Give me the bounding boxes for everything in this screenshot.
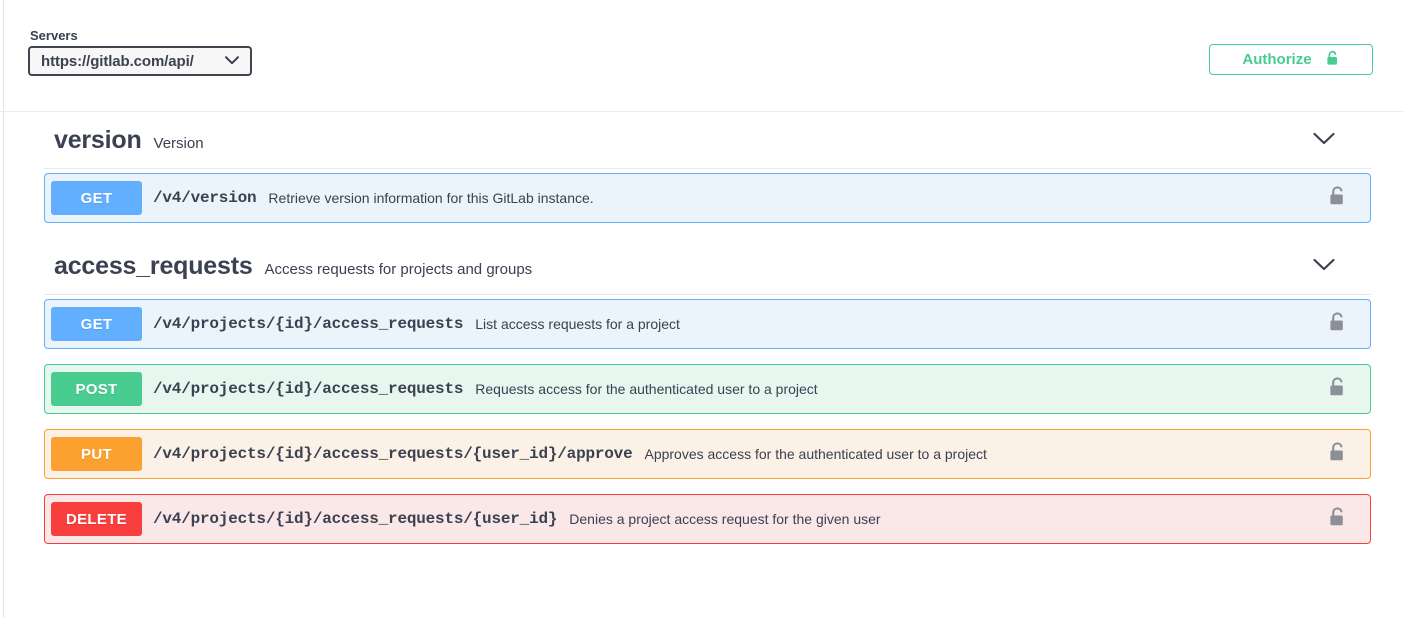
tag-header-version[interactable]: version Version — [44, 112, 1371, 168]
tag-name: version — [54, 125, 142, 154]
operation-summary: Denies a project access request for the … — [569, 511, 881, 527]
server-select-value: https://gitlab.com/api/ — [41, 52, 194, 70]
tag-description: Access requests for projects and groups — [264, 260, 533, 278]
method-badge: POST — [51, 372, 142, 406]
authorize-wrap: Authorize — [1209, 44, 1373, 75]
method-badge: GET — [51, 307, 142, 341]
api-sections: version Version GET /v4/version Retrieve… — [0, 112, 1403, 544]
unlock-icon[interactable] — [1328, 311, 1348, 338]
operation-path: /v4/version — [153, 189, 257, 207]
unlock-icon — [1326, 50, 1340, 70]
operation-summary: Retrieve version information for this Gi… — [268, 190, 594, 206]
chevron-down-icon[interactable] — [1311, 256, 1337, 277]
operation-row[interactable]: POST /v4/projects/{id}/access_requests R… — [44, 364, 1371, 414]
page-left-edge — [3, 0, 4, 618]
servers-bar: Servers https://gitlab.com/api/ Authoriz… — [0, 0, 1403, 112]
operation-path: /v4/projects/{id}/access_requests/{user_… — [153, 510, 558, 528]
tag-divider — [44, 168, 1371, 169]
tag-name: access_requests — [54, 251, 253, 280]
method-badge: PUT — [51, 437, 142, 471]
chevron-down-icon[interactable] — [1311, 130, 1337, 151]
operation-row[interactable]: DELETE /v4/projects/{id}/access_requests… — [44, 494, 1371, 544]
operation-row[interactable]: PUT /v4/projects/{id}/access_requests/{u… — [44, 429, 1371, 479]
authorize-button[interactable]: Authorize — [1209, 44, 1373, 75]
unlock-icon[interactable] — [1328, 185, 1348, 212]
operation-path: /v4/projects/{id}/access_requests — [153, 380, 464, 398]
tag-divider — [44, 294, 1371, 295]
operation-summary: List access requests for a project — [475, 316, 680, 332]
operation-path: /v4/projects/{id}/access_requests/{user_… — [153, 445, 633, 463]
chevron-down-icon — [224, 53, 240, 70]
operation-summary: Approves access for the authenticated us… — [644, 446, 987, 462]
method-badge: DELETE — [51, 502, 142, 536]
unlock-icon[interactable] — [1328, 376, 1348, 403]
servers-label: Servers — [30, 28, 78, 43]
servers-block: Servers https://gitlab.com/api/ — [28, 28, 252, 76]
operation-row[interactable]: GET /v4/projects/{id}/access_requests Li… — [44, 299, 1371, 349]
authorize-label: Authorize — [1242, 51, 1312, 68]
tag-description: Version — [153, 134, 204, 152]
server-select[interactable]: https://gitlab.com/api/ — [28, 46, 252, 76]
tag-section-version: version Version GET /v4/version Retrieve… — [0, 112, 1403, 223]
operation-summary: Requests access for the authenticated us… — [475, 381, 818, 397]
tag-section-access-requests: access_requests Access requests for proj… — [0, 238, 1403, 544]
method-badge: GET — [51, 181, 142, 215]
unlock-icon[interactable] — [1328, 441, 1348, 468]
operation-row[interactable]: GET /v4/version Retrieve version informa… — [44, 173, 1371, 223]
operation-path: /v4/projects/{id}/access_requests — [153, 315, 464, 333]
unlock-icon[interactable] — [1328, 506, 1348, 533]
tag-header-access-requests[interactable]: access_requests Access requests for proj… — [44, 238, 1371, 294]
